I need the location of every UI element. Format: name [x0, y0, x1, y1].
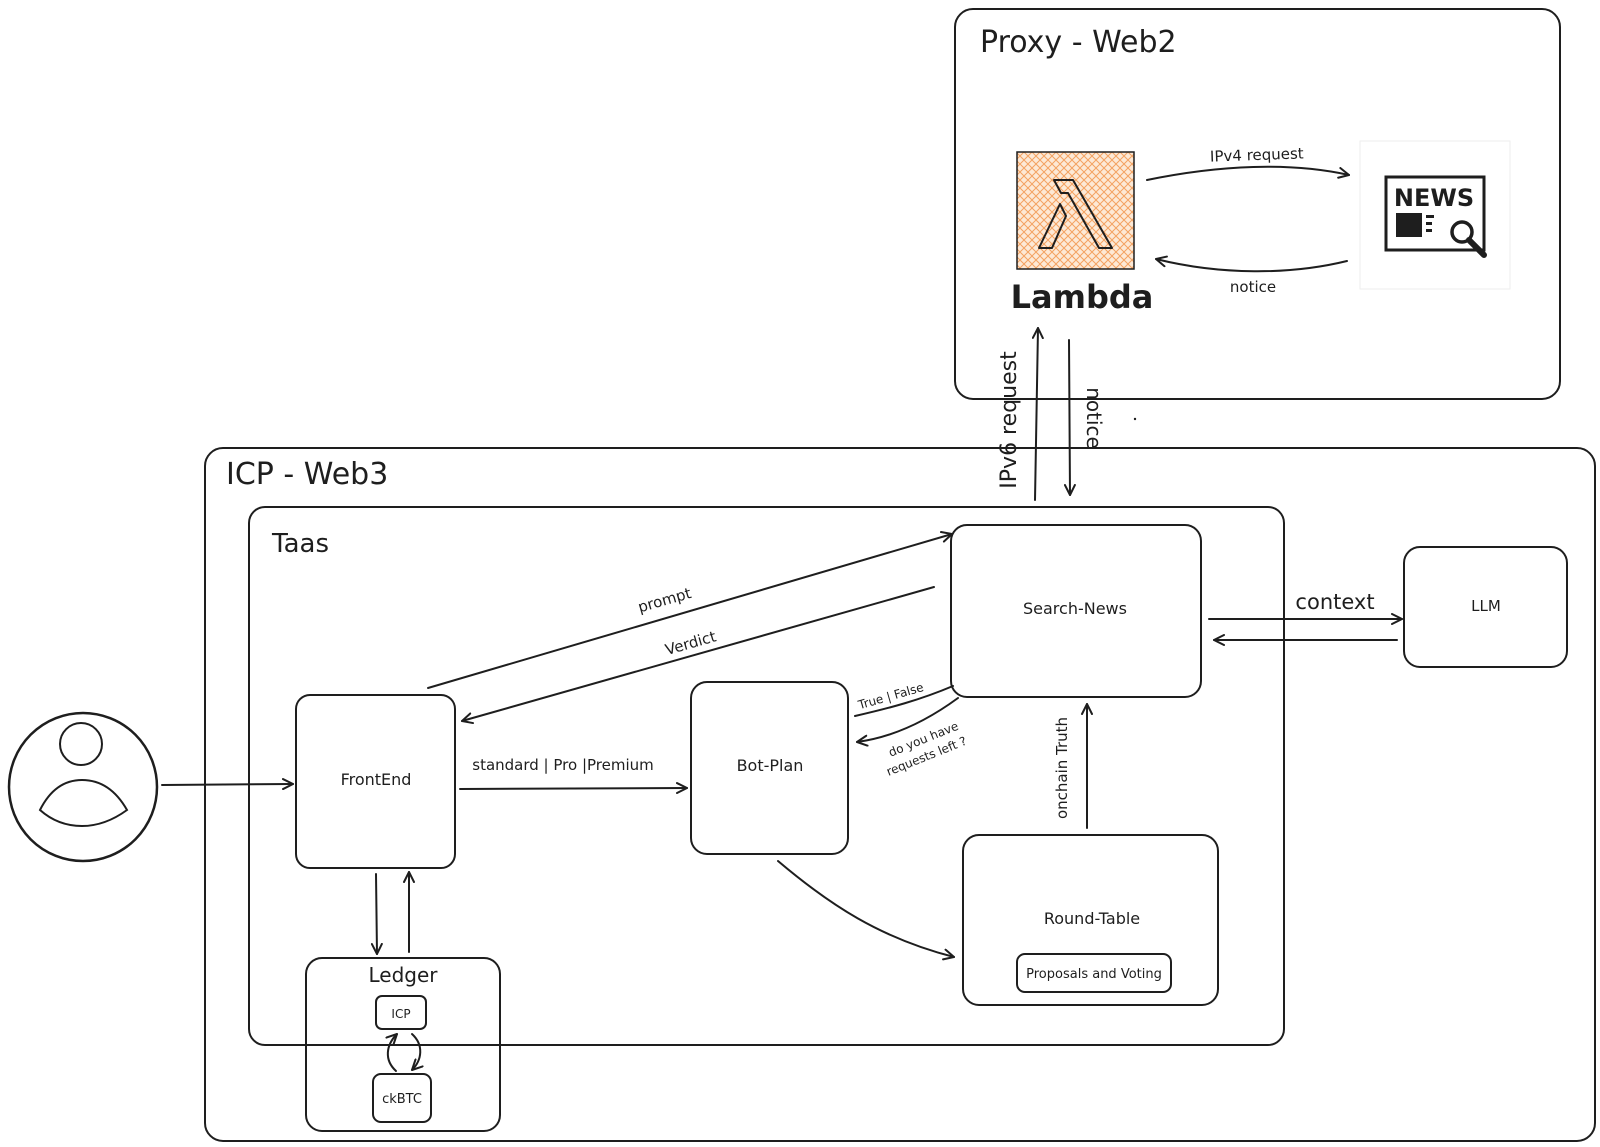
- round-table-box: [962, 834, 1219, 1006]
- user-to-frontend-arrow: [161, 778, 294, 791]
- true-false-arrow: [854, 685, 954, 717]
- ipv6-request-label: IPv6 request: [997, 351, 1022, 489]
- ledger-label: Ledger: [368, 963, 438, 987]
- ckbtc-box: [372, 1073, 432, 1123]
- plans-arrow: [459, 782, 688, 795]
- verdict-label: Verdict: [663, 627, 718, 659]
- plans-label: standard | Pro |Premium: [472, 756, 654, 774]
- user-avatar-icon: [7, 711, 159, 863]
- proxy-web2-group: [954, 8, 1561, 400]
- notice-down-arrow: [1063, 339, 1076, 496]
- frontend-to-ledger-arrow: [370, 873, 383, 955]
- lambda-label: Lambda: [1011, 278, 1154, 316]
- search-news-box: [950, 524, 1202, 698]
- notice-web2-arrow: [1155, 255, 1348, 273]
- taas-title: Taas: [271, 529, 329, 559]
- ckbtc-label: ckBTC: [382, 1092, 422, 1107]
- ipv4-request-label: IPv4 request: [1210, 144, 1304, 165]
- icp-token-label: ICP: [391, 1007, 410, 1021]
- ipv6-request-arrow: [1031, 327, 1044, 501]
- news-logo-text: NEWS: [1394, 184, 1474, 212]
- context-label: context: [1295, 590, 1374, 614]
- ipv4-request-arrow: [1146, 165, 1350, 181]
- search-news-label: Search-News: [1023, 599, 1127, 618]
- taas-group: [248, 506, 1285, 1046]
- icp-web3-group: [204, 447, 1596, 1142]
- requests-left-arrow: [856, 697, 959, 747]
- bot-plan-label: Bot-Plan: [737, 756, 804, 775]
- ledger-box: [305, 957, 501, 1132]
- notice-web2-label: notice: [1230, 278, 1276, 296]
- proposals-label: Proposals and Voting: [1026, 967, 1162, 982]
- frontend-box: [295, 694, 456, 869]
- proposals-box: [1016, 953, 1172, 993]
- icp-web3-title: ICP - Web3: [226, 457, 388, 492]
- proxy-web2-title: Proxy - Web2: [980, 25, 1177, 60]
- bot-plan-box: [690, 681, 849, 855]
- llm-label: LLM: [1471, 597, 1501, 615]
- round-table-label: Round-Table: [1044, 909, 1140, 928]
- icp-token-box: [375, 995, 427, 1030]
- verdict-arrow: [461, 586, 935, 725]
- stray-dot: [1133, 417, 1137, 421]
- llm-box: [1403, 546, 1568, 668]
- ckbtc-to-icp-arrow: [385, 1033, 398, 1072]
- prompt-arrow: [427, 531, 953, 689]
- icp-to-ckbtc-arrow: [411, 1033, 424, 1071]
- notice-down-label: notice: [1082, 387, 1106, 449]
- bot-plan-to-round-table-arrow: [777, 860, 955, 961]
- onchain-truth-label: onchain Truth: [1053, 717, 1071, 819]
- aws-lambda-icon: [1016, 151, 1135, 270]
- news-search-icon: NEWS: [1359, 140, 1511, 290]
- frontend-label: FrontEnd: [341, 770, 412, 789]
